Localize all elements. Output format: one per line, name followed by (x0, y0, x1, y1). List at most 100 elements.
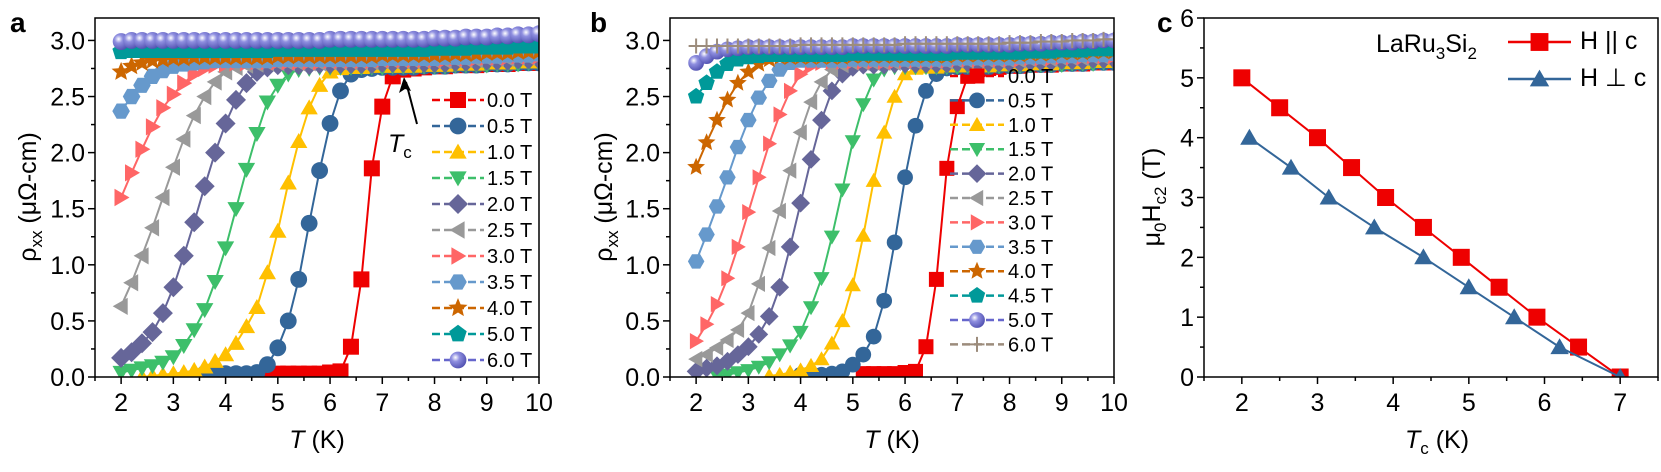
x-tick-label: 7 (950, 389, 964, 417)
legend-label: 6.0 T (487, 350, 532, 372)
data-point (791, 193, 810, 213)
data-point (163, 277, 184, 298)
legend-item: 5.0 T (432, 324, 532, 346)
data-point (237, 318, 256, 334)
y-tick-label: 2 (1180, 244, 1194, 272)
x-tick-label: 4 (794, 389, 808, 417)
data-point (152, 303, 173, 324)
y-axis-label-c: μ0Hc2 (T) (1138, 148, 1170, 247)
x-tick-label: 7 (1613, 389, 1627, 417)
data-point (112, 103, 130, 119)
data-point (770, 277, 790, 297)
data-point (865, 172, 882, 187)
legend-label: 5.0 T (1008, 310, 1053, 332)
data-point (907, 117, 924, 134)
data-point (739, 62, 758, 80)
data-point (279, 174, 297, 190)
data-point (185, 323, 203, 339)
data-point (133, 77, 151, 93)
data-point (897, 169, 913, 186)
legend-item: 1.5 T (950, 139, 1053, 161)
legend-marker (449, 117, 467, 135)
data-point (697, 358, 716, 377)
legend-marker (449, 221, 465, 239)
data-point (949, 99, 965, 115)
series-line (863, 61, 1114, 375)
data-point (1281, 158, 1301, 175)
data-point (1459, 278, 1478, 295)
data-point (1365, 218, 1384, 235)
data-point (886, 234, 903, 251)
legend-item: 2.0 T (950, 164, 1053, 186)
data-point (773, 106, 788, 123)
data-point (248, 299, 266, 314)
legend-b: 0.0 T0.5 T1.0 T1.5 T2.0 T2.5 T3.0 T3.5 T… (950, 66, 1053, 356)
x-axis-label-a: T (K) (289, 426, 345, 454)
legend-label: 2.0 T (487, 194, 532, 216)
legend-marker (450, 92, 466, 108)
data-point (886, 88, 903, 103)
data-point (184, 212, 205, 233)
x-tick-label: 6 (323, 389, 337, 417)
x-tick-label: 4 (1386, 389, 1400, 417)
data-point (342, 338, 359, 355)
legend-label: 2.0 T (1008, 164, 1053, 186)
data-point (750, 360, 767, 375)
data-point (1377, 189, 1395, 206)
data-point (719, 331, 734, 349)
x-tick-label: 4 (219, 389, 233, 417)
data-point (844, 277, 861, 292)
data-point (918, 339, 934, 355)
data-point (1343, 159, 1361, 177)
data-point (205, 142, 226, 163)
x-tick-label: 2 (1235, 389, 1249, 417)
data-point (1414, 248, 1433, 265)
data-point (143, 359, 162, 375)
data-point (876, 366, 892, 377)
data-point (721, 270, 736, 287)
legend-item: 1.5 T (432, 168, 532, 190)
data-point (175, 339, 193, 354)
data-point (812, 110, 831, 130)
x-tick-label: 5 (1462, 389, 1476, 417)
data-point (764, 368, 775, 377)
data-point (280, 365, 297, 377)
series-0.0-T (855, 55, 1114, 377)
data-point (125, 164, 140, 182)
data-point (173, 245, 194, 266)
y-tick-label: 4 (1180, 125, 1194, 153)
x-tick-label: 8 (428, 389, 442, 417)
data-point (792, 362, 809, 377)
data-point (687, 87, 705, 104)
data-point (196, 87, 212, 106)
data-point (855, 227, 872, 242)
data-point (813, 272, 830, 287)
data-point (133, 247, 149, 265)
data-point (876, 292, 893, 309)
legend-item: 0.0 T (432, 90, 532, 112)
data-point (142, 50, 162, 69)
data-point (844, 356, 861, 373)
data-point (144, 219, 160, 237)
legend-marker (449, 274, 467, 290)
legend-item: 1.0 T (950, 115, 1053, 137)
legend-label: 0.0 T (487, 90, 532, 112)
x-tick-label: 9 (480, 389, 494, 417)
data-point (1414, 218, 1432, 236)
plot-area-c (1233, 69, 1629, 377)
legend-label: 1.0 T (487, 142, 532, 164)
data-point (311, 162, 329, 179)
data-point (802, 301, 820, 316)
data-point (290, 270, 308, 288)
data-point (185, 106, 201, 125)
data-point (710, 296, 725, 313)
data-point (750, 90, 767, 105)
data-point (363, 160, 380, 177)
y-tick-label: 0.5 (625, 308, 660, 336)
data-point (752, 169, 767, 186)
data-point (332, 82, 349, 100)
data-point (227, 202, 245, 218)
data-point (708, 110, 726, 128)
